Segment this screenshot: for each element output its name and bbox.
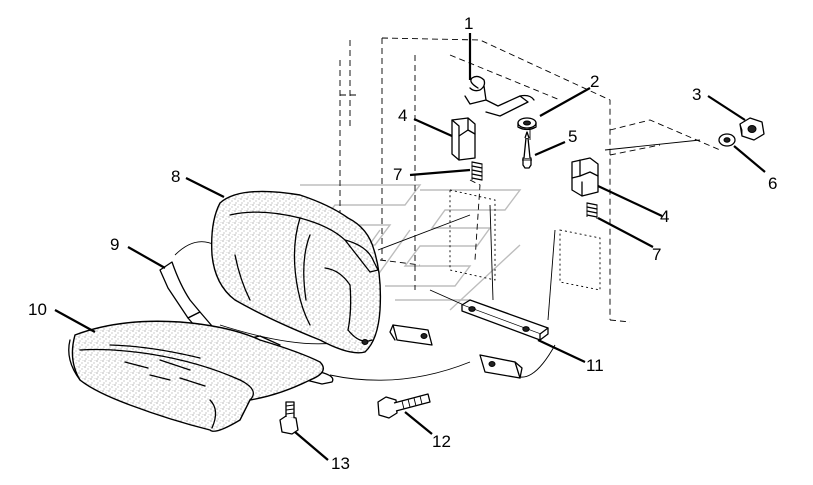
callout-11: 11 — [586, 356, 604, 375]
callout-7-left: 7 — [393, 165, 402, 184]
callout-labels: 1 2 3 4 4 5 6 7 7 8 9 10 11 12 13 — [28, 14, 777, 473]
belt-bracket-left — [389, 324, 433, 346]
bolt — [377, 393, 431, 419]
latch-block-left — [451, 117, 476, 161]
mounting-strap — [461, 299, 549, 341]
callout-1: 1 — [464, 14, 473, 33]
pin — [522, 131, 532, 169]
callout-8: 8 — [171, 167, 180, 186]
callout-7-right: 7 — [652, 245, 661, 264]
seat-back-cushion — [210, 190, 382, 354]
callout-2: 2 — [590, 72, 599, 91]
callout-9: 9 — [110, 235, 119, 254]
seat-cushion — [68, 320, 324, 432]
lock-washer — [718, 133, 736, 147]
callout-4-left: 4 — [398, 106, 407, 125]
callout-4-right: 4 — [660, 207, 669, 226]
wire-spring-clip — [464, 75, 535, 117]
callout-10: 10 — [28, 300, 47, 319]
callout-12: 12 — [432, 432, 451, 451]
mounting-stud — [279, 401, 299, 435]
leader-lines — [54, 33, 766, 461]
hex-nut — [739, 117, 765, 141]
callout-5: 5 — [568, 127, 577, 146]
assembly-lines — [174, 128, 701, 381]
latch-block-right — [571, 157, 599, 197]
spring-right — [586, 202, 598, 219]
spring-left — [471, 161, 483, 181]
belt-bracket-right — [479, 354, 523, 379]
cab-panel-outline — [339, 37, 721, 323]
callout-3: 3 — [692, 85, 701, 104]
callout-13: 13 — [331, 454, 350, 473]
callout-6: 6 — [768, 174, 777, 193]
washer — [517, 117, 537, 131]
